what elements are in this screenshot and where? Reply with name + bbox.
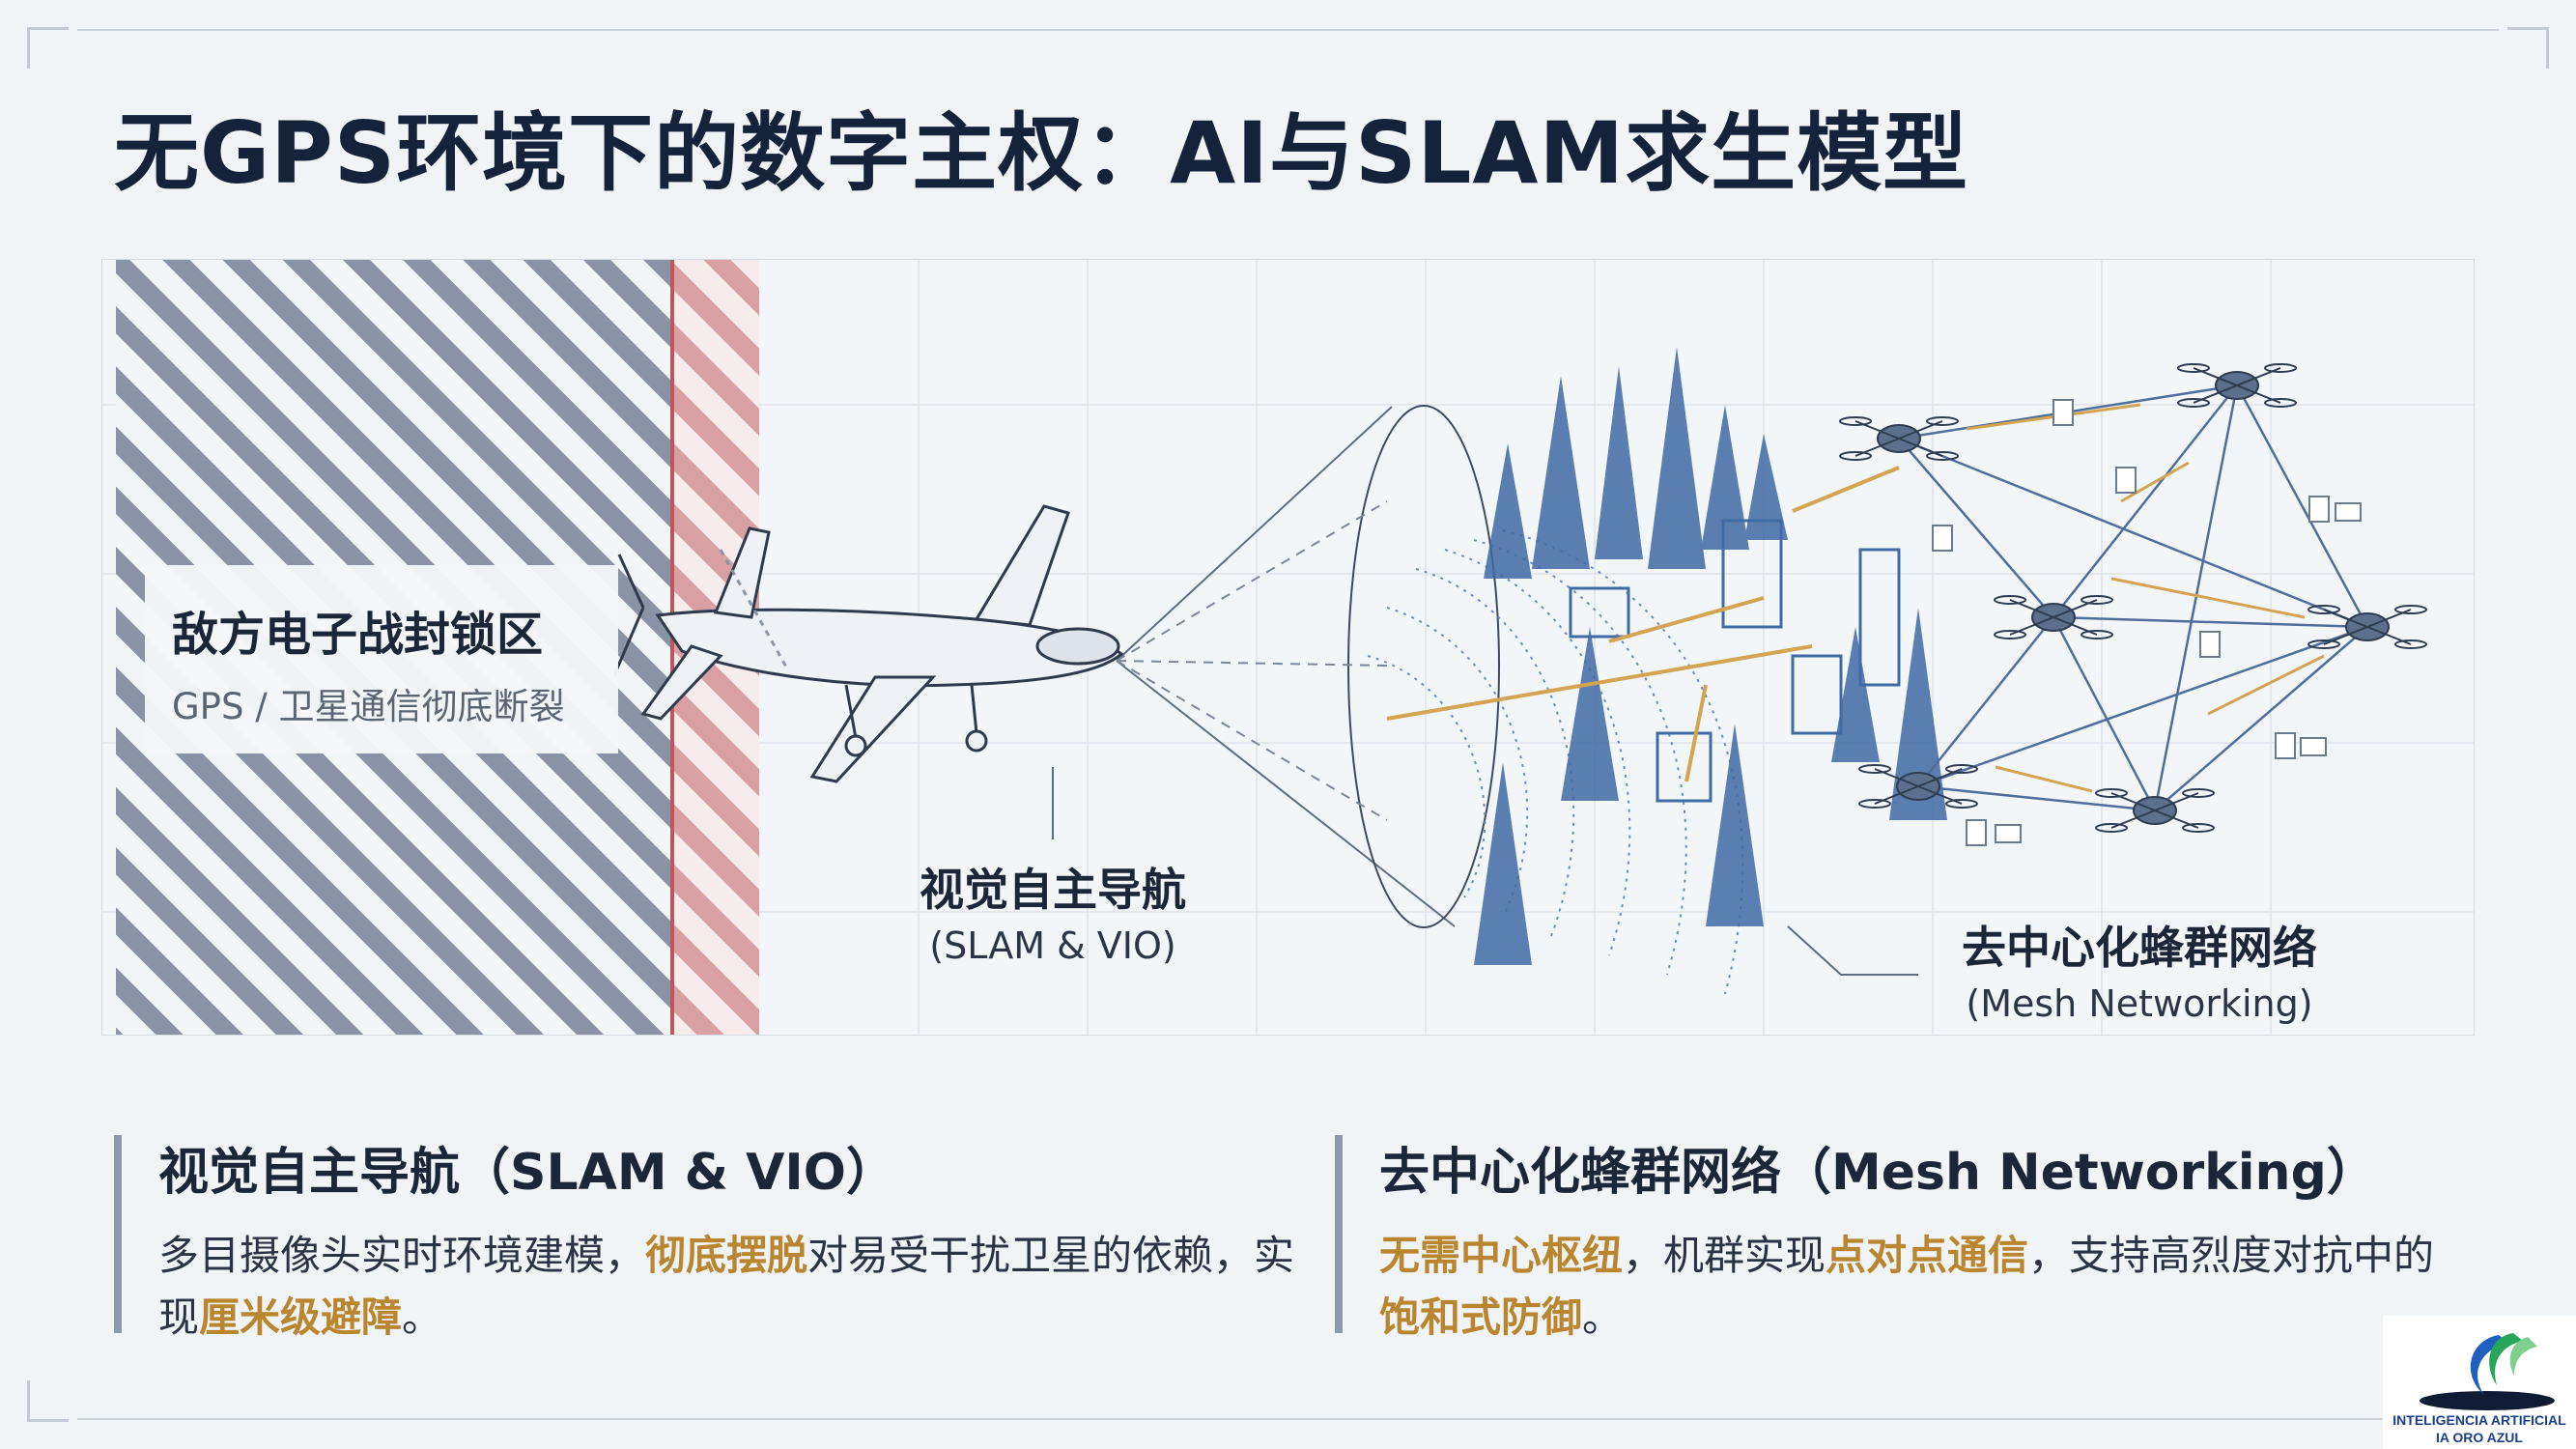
slam-callout-subtitle: (SLAM & VIO) (929, 924, 1176, 967)
point-cloud-terrain (1367, 529, 1744, 995)
document-icons (1932, 399, 2330, 846)
mesh-data-flows (1966, 403, 2325, 793)
feature-text: 对易受干扰卫星的依赖，实现 (158, 1232, 1295, 1341)
feature-mesh-body: 无需中心枢纽，机群实现点对点通信，支持高烈度对抗中的饱和式防御。 (1379, 1225, 2436, 1349)
feature-highlight: 彻底摆脱 (645, 1232, 808, 1279)
frame-corner (27, 1380, 69, 1422)
page-title: 无GPS环境下的数字主权：AI与SLAM求生模型 (114, 103, 1969, 203)
jamming-zone-label: 敌方电子战封锁区 GPS / 卫星通信彻底断裂 (145, 565, 618, 753)
feature-highlight: 厘米级避障 (199, 1293, 403, 1341)
scan-cone (1116, 405, 1500, 928)
point-cloud-buildings (1569, 519, 1901, 803)
envelope-icons (1995, 502, 2362, 843)
feature-slam-title: 视觉自主导航（SLAM & VIO） (158, 1144, 896, 1202)
fixed-wing-drone (612, 504, 1124, 783)
feature-mesh: 去中心化蜂群网络（Mesh Networking） 无需中心枢纽，机群实现点对点… (1335, 1135, 2436, 1341)
feature-text: 多目摄像头实时环境建模， (158, 1232, 646, 1279)
feature-text: ，机群实现 (1623, 1232, 1826, 1279)
feature-slam: 视觉自主导航（SLAM & VIO） 多目摄像头实时环境建模，彻底摆脱对易受干扰… (114, 1135, 1302, 1341)
logo-line2: IA ORO AZUL (2436, 1430, 2523, 1445)
scan-paths (1386, 466, 1900, 782)
mesh-callout-title: 去中心化蜂群网络 (1962, 922, 2317, 974)
jamming-zone-subtitle: GPS / 卫星通信彻底断裂 (172, 686, 565, 727)
logo-line1: INTELIGENCIA ARTIFICIAL (2392, 1412, 2566, 1428)
frame-corner (2507, 27, 2549, 69)
feature-text: ，支持高烈度对抗中的 (2028, 1232, 2435, 1279)
frame-line (77, 1418, 2421, 1420)
brand-logo: INTELIGENCIA ARTIFICIAL IA ORO AZUL (2383, 1316, 2576, 1449)
feature-highlight: 无需中心枢纽 (1379, 1232, 1624, 1279)
mesh-pointer (1787, 925, 1918, 976)
mesh-links (1898, 384, 2369, 812)
feature-text: 。 (402, 1293, 443, 1341)
frame-corner (27, 27, 69, 69)
feature-text: 。 (1582, 1293, 1624, 1341)
feature-highlight: 饱和式防御 (1379, 1293, 1583, 1341)
jamming-zone-title: 敌方电子战封锁区 (172, 608, 544, 662)
point-cloud-trees (1474, 347, 1947, 965)
quadcopter-drones (1839, 363, 2427, 833)
slam-callout: 视觉自主导航 (SLAM & VIO) (869, 855, 1236, 967)
feature-mesh-title: 去中心化蜂群网络（Mesh Networking） (1379, 1144, 2377, 1202)
frame-line (77, 29, 2499, 31)
mesh-callout: 去中心化蜂群网络 (Mesh Networking) (1912, 913, 2366, 1025)
slam-callout-title: 视觉自主导航 (920, 864, 1186, 916)
logo-mark-icon (2420, 1333, 2555, 1410)
feature-highlight: 点对点通信 (1826, 1232, 2029, 1279)
feature-slam-body: 多目摄像头实时环境建模，彻底摆脱对易受干扰卫星的依赖，实现厘米级避障。 (158, 1225, 1302, 1349)
mesh-callout-subtitle: (Mesh Networking) (1966, 982, 2313, 1025)
